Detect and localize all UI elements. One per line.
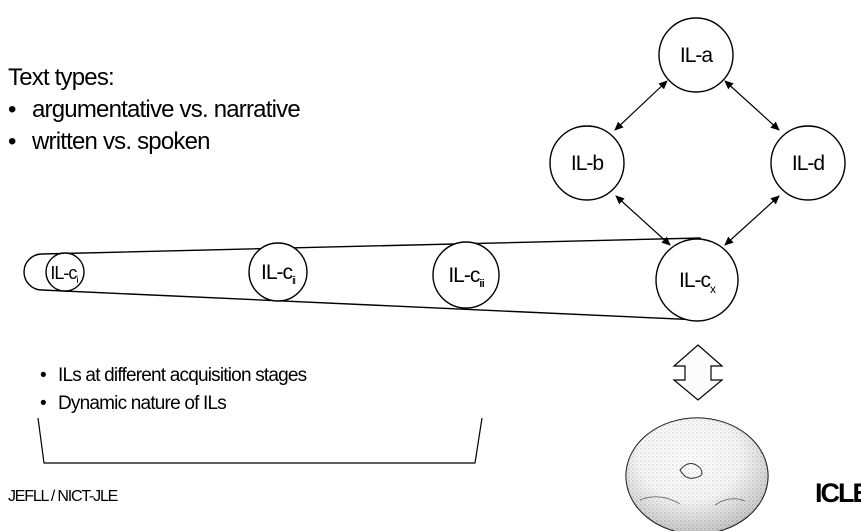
node-il-d-label: IL-d [792, 152, 825, 175]
node-il-a [658, 17, 734, 93]
left-corpus-label: JEFLL / NICT-JLE [8, 488, 118, 505]
node-il-a-label: IL-a [680, 44, 714, 67]
notes-list: •ILs at different acquisition stages •Dy… [40, 362, 307, 418]
text-types-bullet-2: •written vs. spoken [8, 128, 210, 155]
node-il-b-label: IL-b [571, 152, 604, 175]
right-corpus-label: ICLE [815, 478, 861, 508]
note-item-2: •Dynamic nature of ILs [40, 393, 227, 414]
globe-icon [625, 417, 769, 531]
bracket [37, 417, 483, 464]
arrow-a-d [724, 80, 780, 131]
arrow-d-cx [724, 195, 780, 246]
arrow-a-b [614, 80, 668, 131]
text-types-block: Text types: •argumentative vs. narrative… [8, 62, 301, 158]
node-il-c-ii [248, 242, 308, 302]
bidirectional-arrow-icon [672, 344, 724, 401]
node-il-b [549, 125, 625, 201]
node-il-c-i-label: IL-ci [50, 263, 78, 286]
node-il-c-x-label: IL-cx [679, 269, 716, 296]
node-il-c-i [45, 252, 85, 292]
node-il-c-x [655, 238, 739, 322]
text-types-bullet-1: •argumentative vs. narrative [8, 96, 301, 123]
node-il-c-iii [432, 241, 500, 309]
note-item-1: •ILs at different acquisition stages [40, 365, 307, 386]
node-il-c-ii-label: IL-cii [261, 261, 295, 287]
arrow-b-cx [615, 195, 671, 246]
node-il-d [770, 125, 846, 201]
development-cone [23, 237, 701, 321]
text-types-title: Text types: [8, 64, 115, 91]
node-il-c-iii-label: IL-ciii [448, 264, 484, 290]
